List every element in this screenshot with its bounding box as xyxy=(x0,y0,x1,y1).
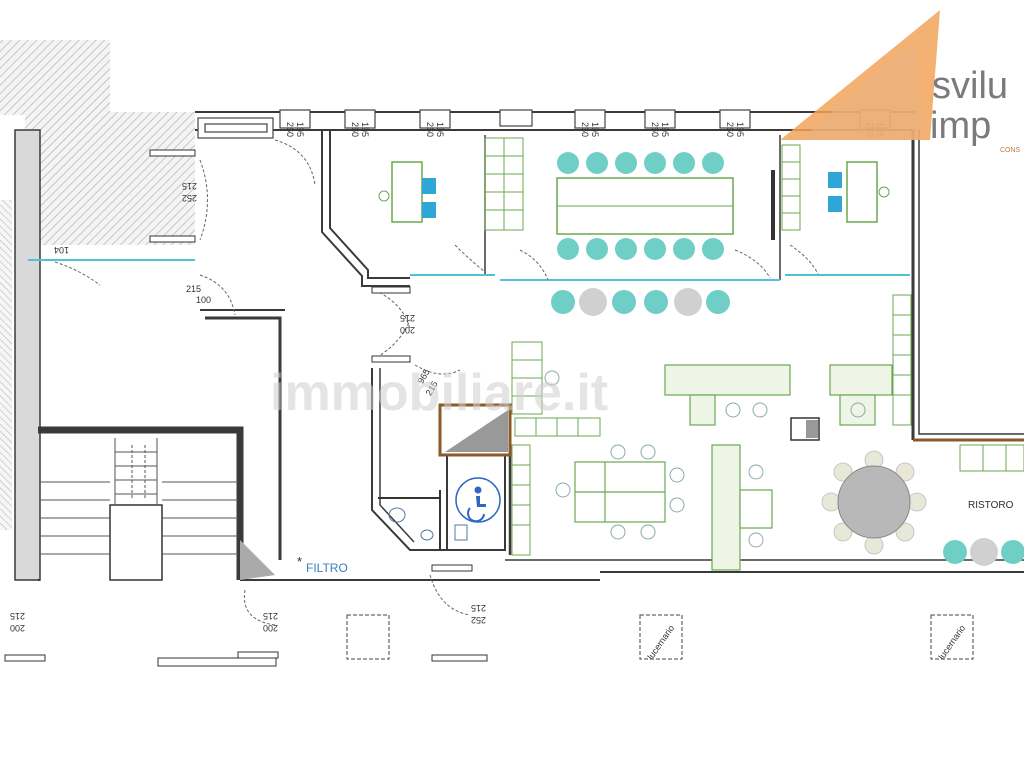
open-space-chairs xyxy=(544,370,866,548)
left-edge-hatch xyxy=(0,200,12,530)
window-dim-6: 260 xyxy=(725,122,735,137)
sink-icon xyxy=(388,507,434,541)
staircase xyxy=(40,438,238,581)
logo-word-top: svilu xyxy=(932,65,1008,107)
toilet-icon xyxy=(454,524,468,541)
wheelchair-accessible-icon xyxy=(467,486,486,523)
roof-edge xyxy=(913,130,1024,442)
meeting-chairs-bottom xyxy=(557,238,724,260)
brand-logo: svilu imp CONS xyxy=(780,10,1021,154)
window-dim-3b: 195 xyxy=(435,122,445,137)
window-dim-3: 260 xyxy=(425,122,435,137)
skylights xyxy=(346,614,974,660)
dim-215-upper: 215 xyxy=(182,181,197,191)
meeting-room xyxy=(556,152,775,260)
walls xyxy=(14,111,1024,581)
dim-200-bottom: 200 xyxy=(263,623,278,633)
left-office-furniture xyxy=(378,161,436,223)
window-dim-1b: 195 xyxy=(295,122,305,137)
dim-215-bottom2: 215 xyxy=(471,603,486,613)
window-dim-2b: 195 xyxy=(360,122,370,137)
lucernario-label-2: lucernario xyxy=(936,623,967,661)
filtro-mark: * xyxy=(297,554,302,569)
lounge-chairs xyxy=(551,288,730,316)
turning-circle xyxy=(455,477,501,523)
window-dim-1: 260 xyxy=(285,122,295,137)
terrace-hatched-area-lower xyxy=(25,112,195,245)
right-office-furniture xyxy=(828,161,890,223)
logo-word-bottom: imp xyxy=(930,105,991,147)
window-dim-4b: 195 xyxy=(590,122,600,137)
dim-252-bottom: 252 xyxy=(471,615,486,625)
dim-252-upper: 252 xyxy=(182,193,197,203)
open-space-desks xyxy=(574,364,893,571)
dim-215-left: 215 xyxy=(10,611,25,621)
filtro-label: FILTRO xyxy=(306,561,348,575)
dim-215-bottom: 215 xyxy=(263,611,278,621)
watermark: immobiliare.it xyxy=(270,364,608,422)
window-dim-5: 260 xyxy=(650,122,660,137)
dim-104: 104 xyxy=(54,245,69,255)
logo-tagline: CONS xyxy=(1000,147,1021,154)
window-dim-4: 260 xyxy=(580,122,590,137)
shelving xyxy=(484,137,1024,556)
window-dim-5b: 195 xyxy=(660,122,670,137)
window-dim-6b: 195 xyxy=(735,122,745,137)
ristoro-label: RISTORO xyxy=(968,500,1014,511)
lucernario-label-1: lucernario xyxy=(645,623,676,661)
stair-landing-shade xyxy=(240,540,275,580)
window-dim-2: 260 xyxy=(350,122,360,137)
dim-200-mid: 200 xyxy=(400,325,415,335)
dim-100-corridor: 100 xyxy=(196,295,211,305)
meeting-chairs-top xyxy=(557,152,724,174)
dim-215-corridor: 215 xyxy=(186,284,201,294)
ristoro-round-table xyxy=(821,450,927,555)
dim-200-left: 200 xyxy=(10,623,25,633)
ristoro-stools xyxy=(943,538,1024,566)
door-frames xyxy=(4,149,488,667)
terrace-hatched-area xyxy=(0,40,110,115)
dim-215-mid: 215 xyxy=(400,313,415,323)
top-windows xyxy=(197,109,891,139)
